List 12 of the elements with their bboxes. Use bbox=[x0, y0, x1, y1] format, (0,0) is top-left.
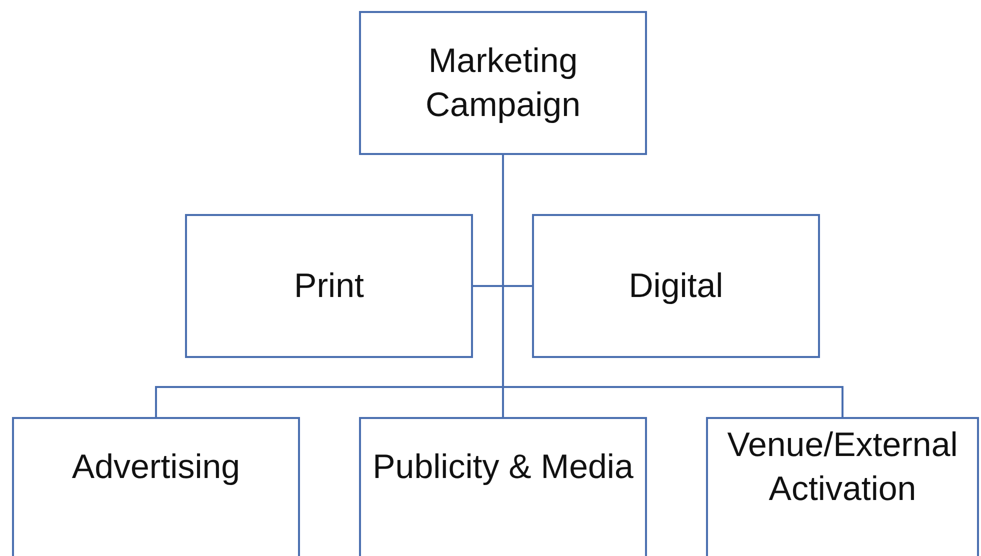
box-label: Venue/External Activation bbox=[726, 424, 959, 510]
box-label: Digital bbox=[628, 266, 724, 307]
box-label: Publicity & Media bbox=[372, 446, 634, 488]
process-box bbox=[359, 11, 647, 155]
process-box bbox=[359, 417, 647, 556]
process-box bbox=[706, 417, 979, 556]
process-box bbox=[185, 214, 473, 358]
process-box bbox=[532, 214, 820, 358]
box-label: Advertising bbox=[72, 446, 240, 488]
process-box bbox=[12, 417, 300, 556]
box-label: Marketing Campaign bbox=[424, 40, 582, 126]
box-label: Print bbox=[294, 266, 364, 307]
